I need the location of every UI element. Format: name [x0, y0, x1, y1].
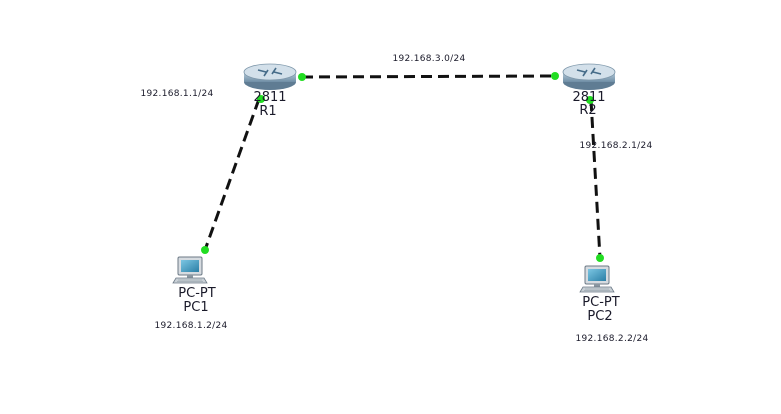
pc2-name: PC2 — [587, 309, 612, 324]
ip-label-pc2: 192.168.2.2/24 — [575, 334, 648, 344]
port-light-pc2 — [596, 254, 604, 262]
link-r1-pc1[interactable] — [203, 98, 261, 251]
router-r2-name: R2 — [579, 103, 596, 118]
router-r2[interactable] — [562, 63, 616, 90]
router-r1-model: 2811 — [253, 90, 286, 105]
port-light-pc1 — [201, 246, 209, 254]
port-light-r1-pc1 — [257, 95, 265, 103]
router-r1-name: R1 — [259, 104, 276, 119]
ip-label-link-r1-r2: 192.168.3.0/24 — [392, 54, 465, 64]
link-r2-pc2[interactable] — [589, 99, 602, 259]
ip-label-r2-lan: 192.168.2.1/24 — [579, 141, 652, 151]
pc-pc2[interactable] — [579, 265, 615, 293]
router-r1[interactable] — [243, 63, 297, 90]
router-icon — [243, 63, 297, 90]
link-r1-r2[interactable] — [301, 74, 556, 79]
port-light-r2-r1 — [551, 72, 559, 80]
pc-pc1[interactable] — [172, 256, 208, 284]
ip-label-r1-lan: 192.168.1.1/24 — [140, 89, 213, 99]
pc1-model: PC-PT — [178, 286, 215, 301]
pc2-model: PC-PT — [582, 295, 619, 310]
pc-icon — [172, 256, 208, 284]
ip-label-pc1: 192.168.1.2/24 — [154, 321, 227, 331]
router-r2-model: 2811 — [572, 90, 605, 105]
pc-icon — [579, 265, 615, 293]
pc1-name: PC1 — [183, 300, 208, 315]
router-icon — [562, 63, 616, 90]
port-light-r2-pc2 — [586, 96, 594, 104]
port-light-r1-r2 — [298, 73, 306, 81]
